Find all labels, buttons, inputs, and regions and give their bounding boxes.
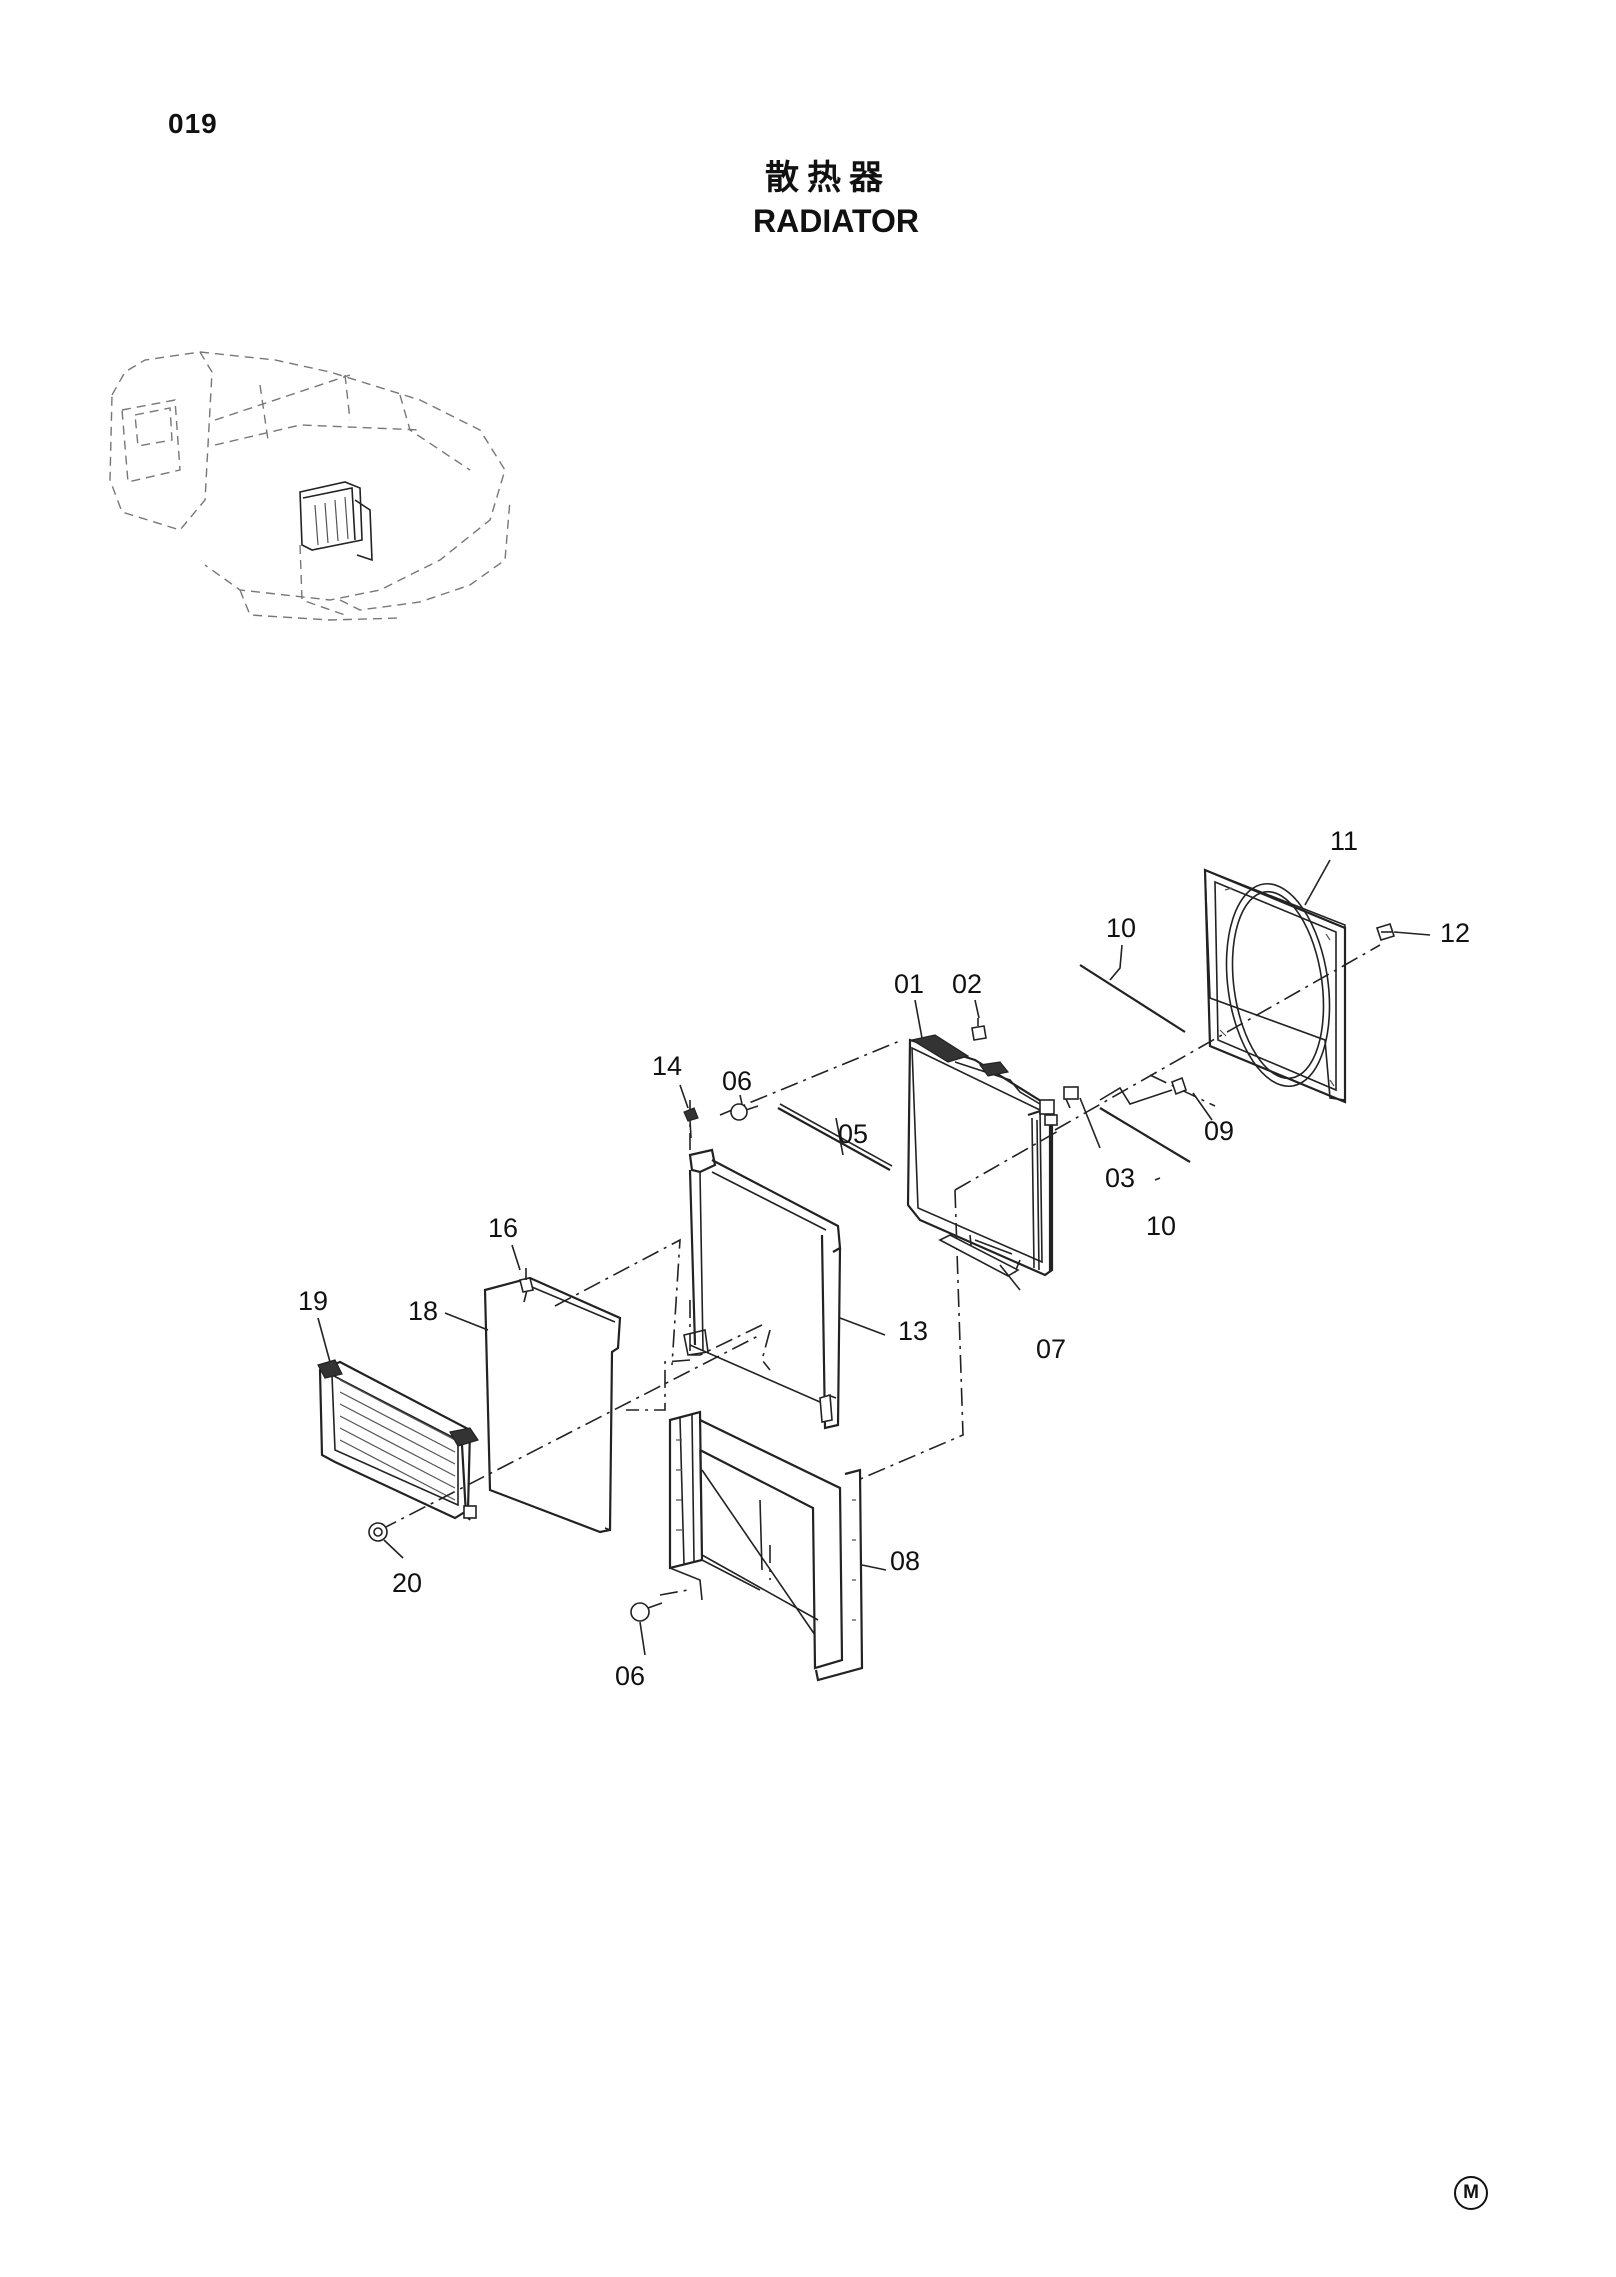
callout-08: 08 (890, 1546, 920, 1576)
frame-13 (683, 1148, 842, 1430)
callout-14: 14 (652, 1051, 682, 1081)
plate-07 (938, 1234, 1020, 1277)
callout-18: 18 (408, 1296, 438, 1326)
copyright-mark: M (1454, 2176, 1488, 2210)
callout-03: 03 (1105, 1163, 1135, 1193)
callout-11: 11 (1330, 826, 1358, 856)
bolt-14 (683, 1107, 699, 1139)
callout-20: 20 (392, 1568, 422, 1598)
callout-06-top: 06 (722, 1066, 752, 1096)
panel-18 (483, 1276, 622, 1534)
callout-02: 02 (952, 969, 982, 999)
leader-lines (317, 859, 1431, 1656)
strip-10-top (1079, 964, 1186, 1033)
page-number: 019 (168, 108, 218, 139)
bolt-06-top (730, 1103, 759, 1121)
frame-08 (668, 1410, 864, 1682)
nut-20 (368, 1522, 388, 1542)
title-chinese: 散热器 (765, 158, 891, 198)
bolt-06-bottom (630, 1602, 663, 1622)
callout-10-top: 10 (1106, 913, 1136, 943)
callout-07: 07 (1036, 1334, 1066, 1364)
callout-12: 12 (1440, 918, 1470, 948)
bolt-12 (1375, 923, 1396, 941)
callout-19: 19 (298, 1286, 328, 1316)
title-english: RADIATOR (753, 203, 919, 239)
bolt-09 (1171, 1076, 1187, 1096)
fan-shroud (1203, 868, 1347, 1104)
strip-10-bottom (1099, 1107, 1191, 1163)
callouts: 01 02 03 05 06 06 07 08 09 10 10 11 12 1… (298, 826, 1470, 1691)
drain-cock (1063, 1086, 1079, 1109)
excavator-locator-sketch (109, 351, 511, 621)
oil-cooler (317, 1359, 479, 1521)
callout-05: 05 (838, 1119, 868, 1149)
radiator-cap (971, 1018, 987, 1041)
callout-10-bottom: 10 (1146, 1211, 1176, 1241)
bar-05 (777, 1103, 893, 1171)
callout-06-bottom: 06 (615, 1661, 645, 1691)
callout-16: 16 (488, 1213, 518, 1243)
callout-13: 13 (898, 1316, 928, 1346)
radiator-core (906, 1034, 1058, 1277)
callout-01: 01 (894, 969, 924, 999)
bolt-16 (519, 1268, 534, 1293)
callout-09: 09 (1204, 1116, 1234, 1146)
